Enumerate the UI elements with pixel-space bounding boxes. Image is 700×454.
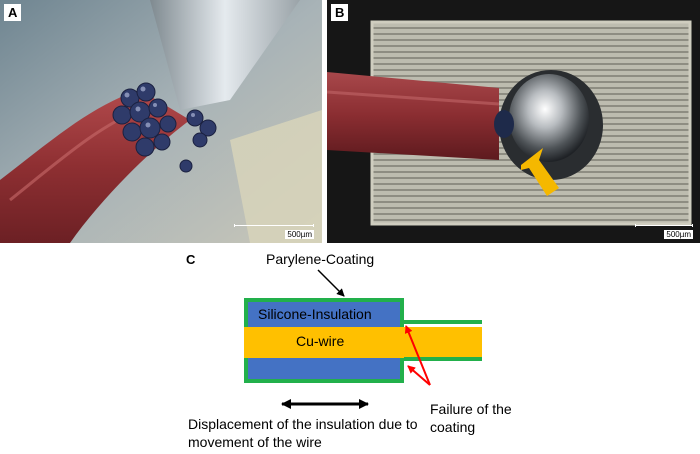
silicone-insulation-label: Silicone-Insulation — [258, 306, 372, 322]
failure-label: Failure of the coating — [430, 401, 512, 435]
parylene-coating-label: Parylene-Coating — [266, 251, 375, 267]
photo-a-image — [0, 0, 322, 243]
parylene-pointer-arrow — [317, 269, 345, 297]
cu-wire-label: Cu-wire — [296, 333, 345, 349]
cu-wire-right — [404, 327, 482, 357]
scale-text-b: 500µm — [664, 230, 693, 239]
cu-wire-left — [244, 327, 404, 358]
photo-b-image — [327, 0, 700, 243]
scale-text-a: 500µm — [285, 230, 314, 239]
panel-c-label: C — [186, 252, 196, 267]
displacement-label: Displacement of the insulation due to mo… — [188, 416, 418, 450]
photo-panel-a: A — [0, 0, 322, 243]
failure-arrow-bottom — [407, 365, 431, 386]
panel-b-label: B — [331, 4, 349, 21]
photo-panel-b: B 500µm — [327, 0, 700, 243]
panel-a-label: A — [4, 4, 22, 21]
failure-arrow-top — [404, 325, 431, 386]
